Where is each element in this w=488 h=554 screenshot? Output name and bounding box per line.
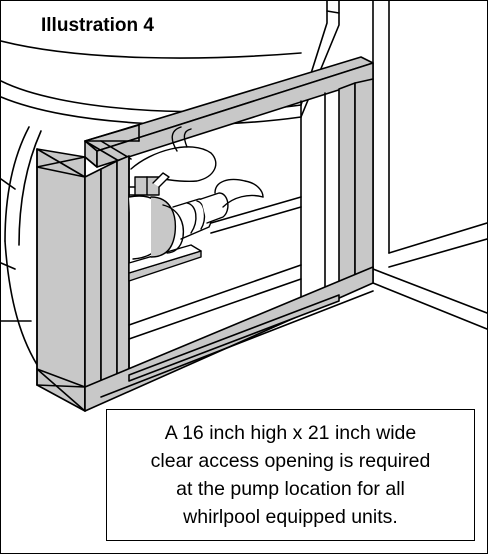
frame-top-rail xyxy=(84,56,374,168)
illustration-title: Illustration 4 xyxy=(37,15,158,37)
back-wall xyxy=(372,1,487,330)
opening-floor xyxy=(128,196,302,340)
caption-box: A 16 inch high x 21 inch wide clear acce… xyxy=(106,409,475,541)
caption-line-1: A 16 inch high x 21 inch wide xyxy=(164,422,417,444)
frame-bottom-rail xyxy=(84,266,374,412)
frame-inner-studs xyxy=(100,78,374,398)
bathtub-shell xyxy=(1,1,340,372)
caption-line-2: clear access opening is required xyxy=(150,450,431,472)
frame-left-post xyxy=(36,148,102,412)
caption-line-3: at the pump location for all xyxy=(176,478,405,500)
pump-assembly xyxy=(128,126,264,282)
caption-line-4: whirlpool equipped units. xyxy=(183,506,398,528)
